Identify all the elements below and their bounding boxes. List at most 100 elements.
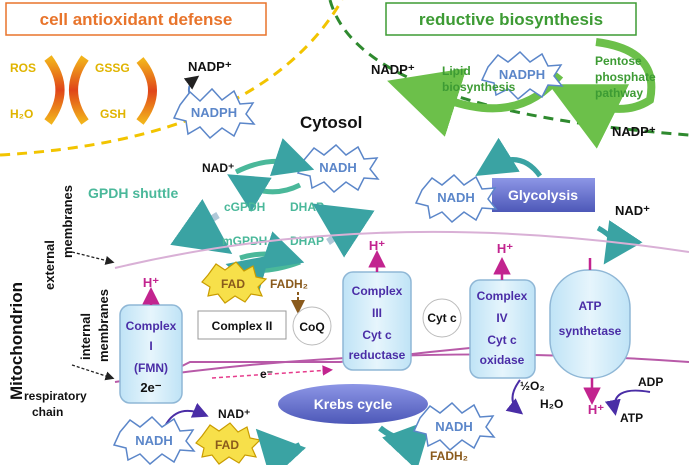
complex-4: Complex IV Cyt c oxidase H⁺ ½O₂ H₂O [469, 241, 563, 415]
krebs-right-arrow [378, 418, 433, 465]
complex-4-line2: IV [496, 311, 507, 325]
h2o-label-complex4: H₂O [540, 397, 563, 411]
ros-reduction-arrow [44, 55, 65, 125]
fad-badge-gpdh [201, 261, 268, 304]
atp-synthetase: ATP synthetase H⁺ ADP ATP [549, 258, 663, 425]
nadh-badge-glycolysis [414, 173, 498, 224]
complex-2-label: Complex II [212, 319, 273, 333]
external-membrane-pointer [71, 251, 115, 265]
atp-label: ATP [620, 411, 643, 425]
glycolysis-label: Glycolysis [508, 187, 578, 203]
gsh-label: GSH [100, 107, 126, 121]
cytosol-label: Cytosol [300, 113, 362, 132]
pentose-label-line2: phosphate [595, 70, 656, 84]
h2o-label: H₂O [10, 107, 33, 121]
complex-4-line3: Cyt c [487, 333, 517, 347]
krebs-cycle-ellipse [278, 384, 428, 424]
fad-to-fadh2-arrow [239, 231, 305, 270]
coq-circle [292, 306, 332, 346]
external-label: external [42, 240, 57, 290]
mitochondrion-label: Mitochondrion [7, 282, 26, 400]
nadph-badge-antioxidant [172, 87, 256, 140]
biosynthesis-panel: reductive biosynthesis NADP⁺ NADPH Lipid… [371, 2, 656, 149]
nadph-label-antioxidant: NADPH [191, 105, 237, 120]
glycolysis-box [492, 178, 595, 212]
complex-3-line2: III [372, 306, 382, 320]
glutathione-cycle-arrow [69, 55, 89, 125]
adp-label: ADP [638, 375, 663, 389]
gpdh-right-loop-arrow [312, 203, 375, 258]
fadh2-label-gpdh: FADH₂ [270, 277, 308, 291]
glycolysis-to-nadh-arrow [475, 137, 543, 178]
lipid-label-line2: biosynthesis [442, 80, 516, 94]
respiratory-label-line1: respiratory [24, 389, 87, 403]
nadh-label-glycolysis: NADH [437, 190, 475, 205]
nadp-plus-label-bio-left: NADP⁺ [371, 62, 415, 77]
atp-synthetase-line2: synthetase [559, 324, 622, 338]
half-o2-label: ½O₂ [520, 379, 545, 393]
adp-to-atp-arrow [604, 389, 651, 416]
complex-3-line1: Complex [352, 284, 403, 298]
krebs-cycle: Krebs cycle NADH NAD⁺ FAD NADH FADH₂ [112, 384, 496, 465]
nad-to-glycolysis-arrow [596, 220, 643, 265]
mgpdh-label: mGPDH [222, 234, 267, 248]
external-membrane [114, 230, 689, 269]
biosynthesis-title: reductive biosynthesis [419, 10, 603, 29]
gpdh-cycle-top-arrow [227, 174, 302, 213]
glycolysis-group: Glycolysis NADH NAD⁺ [414, 137, 650, 265]
coq-label: CoQ [299, 320, 324, 334]
internal-label: internal [78, 313, 93, 360]
gpdh-left-loop-arrow [170, 198, 233, 255]
nadp-plus-label-left: NADP⁺ [188, 59, 232, 74]
nadp-plus-label-bio-right: NADP⁺ [612, 124, 656, 139]
electron-flow-line [179, 347, 471, 368]
nadh-badge-gpdh [296, 143, 380, 194]
electron-flow-dashed [211, 365, 333, 379]
nadh-label-krebs-right: NADH [435, 419, 473, 434]
complex-1-line2: I [149, 339, 152, 353]
cgpdh-label: cGPDH [224, 200, 265, 214]
cytc-label: Cyt c [427, 311, 457, 325]
gpdh-shuttle-title: GPDH shuttle [88, 185, 178, 201]
internal-membrane-pointer [71, 364, 115, 381]
antioxidant-panel: cell antioxidant defense ROS H₂O GSSG GS… [5, 2, 267, 140]
complex-1-line3: (FMN) [134, 361, 168, 375]
nadh-label-gpdh: NADH [319, 160, 357, 175]
pentose-pathway-arrow [548, 38, 656, 149]
oxygen-to-water-arrow [505, 379, 524, 415]
nadh-badge-krebs-right [412, 401, 496, 452]
complex-4-h-plus: H⁺ [497, 241, 513, 256]
pentose-label-line1: Pentose [595, 54, 642, 68]
atp-synthetase-h-plus: H⁺ [588, 402, 604, 417]
gpdh-nad-to-nadh-arrow [234, 138, 315, 177]
nadph-badge-biosynthesis [480, 50, 564, 101]
external-membranes-label: membranes [60, 185, 75, 258]
complex-1: Complex I (FMN) 2e⁻ H⁺ [119, 275, 209, 441]
complex-3-h-plus: H⁺ [369, 238, 385, 253]
ros-label: ROS [10, 61, 36, 75]
gssg-label: GSSG [95, 61, 130, 75]
complex-2-box [197, 310, 287, 340]
complex-4-line4: oxidase [480, 353, 525, 367]
atp-synthetase-line1: ATP [578, 299, 601, 313]
complex-3: Complex III Cyt c reductase H⁺ [342, 238, 412, 371]
complex-3-line3: Cyt c [362, 328, 392, 342]
gssg-gsh-arrow [136, 57, 157, 125]
electron-label: e⁻ [260, 367, 273, 381]
biosynthesis-title-box [385, 2, 637, 36]
complex-1-line1: Complex [126, 319, 177, 333]
nadph-label-biosynthesis: NADPH [499, 67, 545, 82]
dhap-top-label: DHAP [290, 200, 324, 214]
fadh2-label-krebs: FADH₂ [430, 449, 468, 463]
complex-3-line4: reductase [349, 348, 406, 362]
glycolysis-nad-plus-label: NAD⁺ [615, 203, 650, 218]
pentose-label-line3: pathway [595, 86, 643, 100]
nad-plus-label-krebs: NAD⁺ [218, 407, 250, 421]
gpdh-shuttle: GPDH shuttle NAD⁺ NADH cGPDH DHAP mGPDH … [88, 138, 380, 314]
fad-label-krebs: FAD [215, 438, 239, 452]
complex-4-line1: Complex [477, 289, 528, 303]
lipid-label-line1: Lipid [442, 64, 471, 78]
cytc-circle [422, 298, 462, 338]
